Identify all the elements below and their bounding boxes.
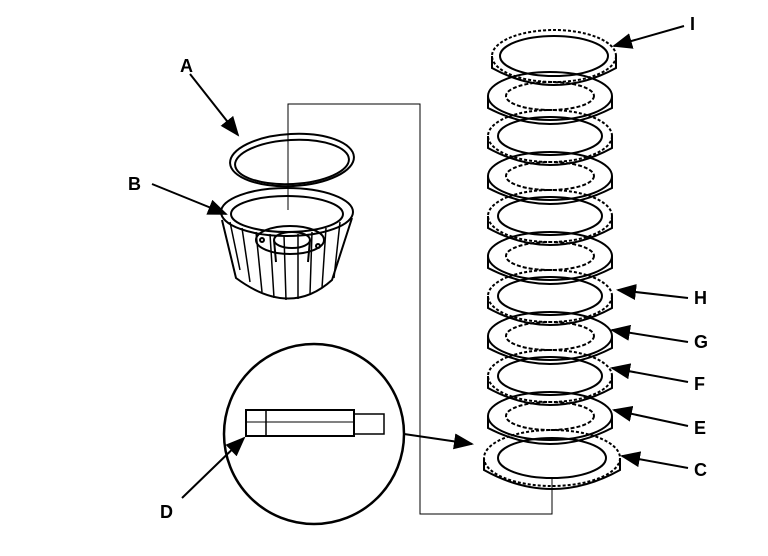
label-A: A (180, 56, 193, 76)
label-I: I (690, 14, 695, 34)
end-plate (483, 429, 621, 490)
arrow-C (620, 451, 689, 469)
arrow-F (610, 363, 689, 383)
clutch-disc-10 (487, 391, 613, 445)
clutch-plate-top (491, 29, 617, 86)
clutch-plate-5 (487, 189, 613, 246)
label-D: D (160, 502, 173, 522)
label-C: C (694, 460, 707, 480)
clutch-disc-6 (487, 231, 613, 285)
clutch-plate-9 (487, 349, 613, 406)
label-G: G (694, 332, 708, 352)
detail-view (222, 342, 406, 526)
clutch-plate-7 (487, 269, 613, 326)
label-E: E (694, 418, 706, 438)
clutch-drum (220, 187, 354, 301)
arrow-I (612, 25, 685, 49)
label-B: B (128, 174, 141, 194)
arrow-detail (403, 433, 474, 450)
clutch-pack (483, 29, 621, 490)
arrow-H (616, 284, 689, 300)
clutch-plate-3 (487, 109, 613, 166)
leader-lines (287, 103, 553, 515)
label-H: H (694, 288, 707, 308)
arrow-E (612, 405, 689, 427)
arrow-A (189, 73, 240, 137)
snap-ring (229, 132, 355, 188)
arrow-B (151, 183, 228, 215)
clutch-disc-2 (487, 71, 613, 125)
callout-labels: A B D I H G F E C (128, 14, 708, 522)
label-F: F (694, 374, 705, 394)
arrow-G (610, 324, 689, 343)
arrow-D (181, 436, 246, 499)
callout-arrows (151, 25, 689, 499)
